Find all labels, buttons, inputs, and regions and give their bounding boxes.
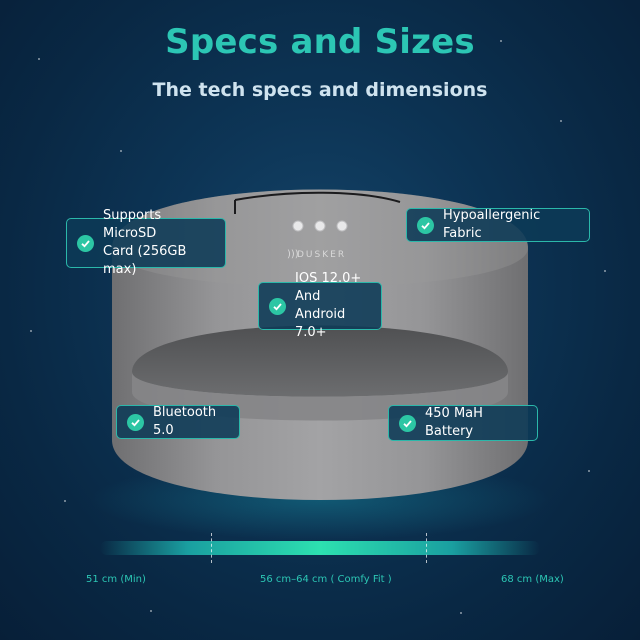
sound-waves-icon: ))) (287, 249, 299, 260)
star (64, 500, 66, 502)
button-plus (336, 220, 348, 232)
star (588, 470, 590, 472)
check-icon (399, 414, 416, 432)
feature-label: 450 MaH Battery (425, 406, 483, 439)
size-comfy-label: 56 cm–64 cm ( Comfy Fit ) (260, 574, 392, 585)
star (604, 270, 606, 272)
feature-fabric: Hypoallergenic Fabric (406, 208, 590, 242)
star (150, 610, 152, 612)
feature-label: Bluetooth 5.0 (153, 405, 217, 438)
page-subtitle: The tech specs and dimensions (152, 79, 488, 101)
size-tick-comfy-max (426, 533, 427, 563)
feature-label: IOS 12.0+ And Android 7.0+ (295, 271, 362, 340)
feature-bluetooth: Bluetooth 5.0 (116, 405, 240, 439)
feature-label: Supports MicroSD Card (256GB max) (103, 208, 187, 277)
size-tick-min-comfy (211, 533, 212, 563)
check-icon (269, 297, 286, 315)
page-title: Specs and Sizes (165, 22, 475, 62)
feature-label: Hypoallergenic Fabric (443, 208, 541, 241)
star (30, 330, 32, 332)
size-max-label: 68 cm (Max) (501, 574, 564, 585)
button-play (314, 220, 326, 232)
star (560, 120, 562, 122)
feature-microsd: Supports MicroSD Card (256GB max) (66, 208, 226, 277)
star (500, 40, 502, 42)
feature-battery: 450 MaH Battery (388, 405, 538, 441)
feature-os: IOS 12.0+ And Android 7.0+ (258, 271, 382, 340)
check-icon (77, 234, 94, 252)
check-icon (417, 216, 434, 234)
check-icon (127, 413, 144, 431)
button-minus (292, 220, 304, 232)
brand-label: DUSKER (297, 250, 347, 260)
band-inner (132, 325, 508, 397)
star (460, 612, 462, 614)
star (38, 58, 40, 60)
star (120, 150, 122, 152)
size-min-label: 51 cm (Min) (86, 574, 146, 585)
size-range-bar (100, 541, 540, 555)
seam-line (234, 191, 401, 203)
